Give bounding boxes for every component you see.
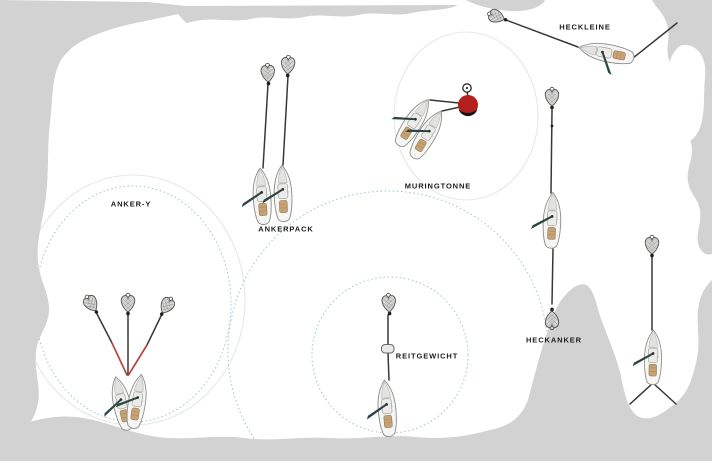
sailboat-icon [363,379,399,439]
heckleine-scene [485,6,678,79]
sailboat-icon [238,167,274,227]
reitgewicht-swing-circle [311,276,469,434]
anchor-icon [381,292,397,317]
anchor-icon [80,291,104,318]
label-muringtonne: MURINGTONNE [404,181,472,191]
riding-weight-icon [381,344,395,354]
label-reitgewicht: REITGEWICHT [395,351,459,361]
anchor-icon [544,86,560,110]
shore-lines-scene [629,234,677,405]
label-ankerpack: ANKERPACK [258,224,314,234]
anchor-icon [644,234,660,258]
shore-top-blob [466,0,545,12]
shore-top-left [0,0,458,444]
label-heckanker: HECKANKER [525,335,583,345]
anchor-icon [154,293,178,320]
anchor-icon [260,62,276,87]
anchor-icon [280,54,296,79]
anker-y-scene [80,291,178,435]
shore-bottom [0,280,712,461]
mooring-buoy-icon [458,83,478,117]
label-anker-y: ANKER-Y [110,199,152,209]
ankerpack-scene [238,54,296,227]
bay-right [668,44,706,144]
heckanker-scene [529,86,563,331]
anchor-icon [120,292,136,316]
anker-y-swing-circle [34,185,232,423]
sailboat-icon [529,191,563,250]
reitgewicht-scene [363,292,399,439]
sailboat-icon [631,329,663,386]
muringtonne-scene [381,83,478,163]
sailboat-icon [574,38,636,79]
muringtonne-swing-circle [393,31,539,201]
label-heckleine: HECKLEINE [559,22,611,32]
